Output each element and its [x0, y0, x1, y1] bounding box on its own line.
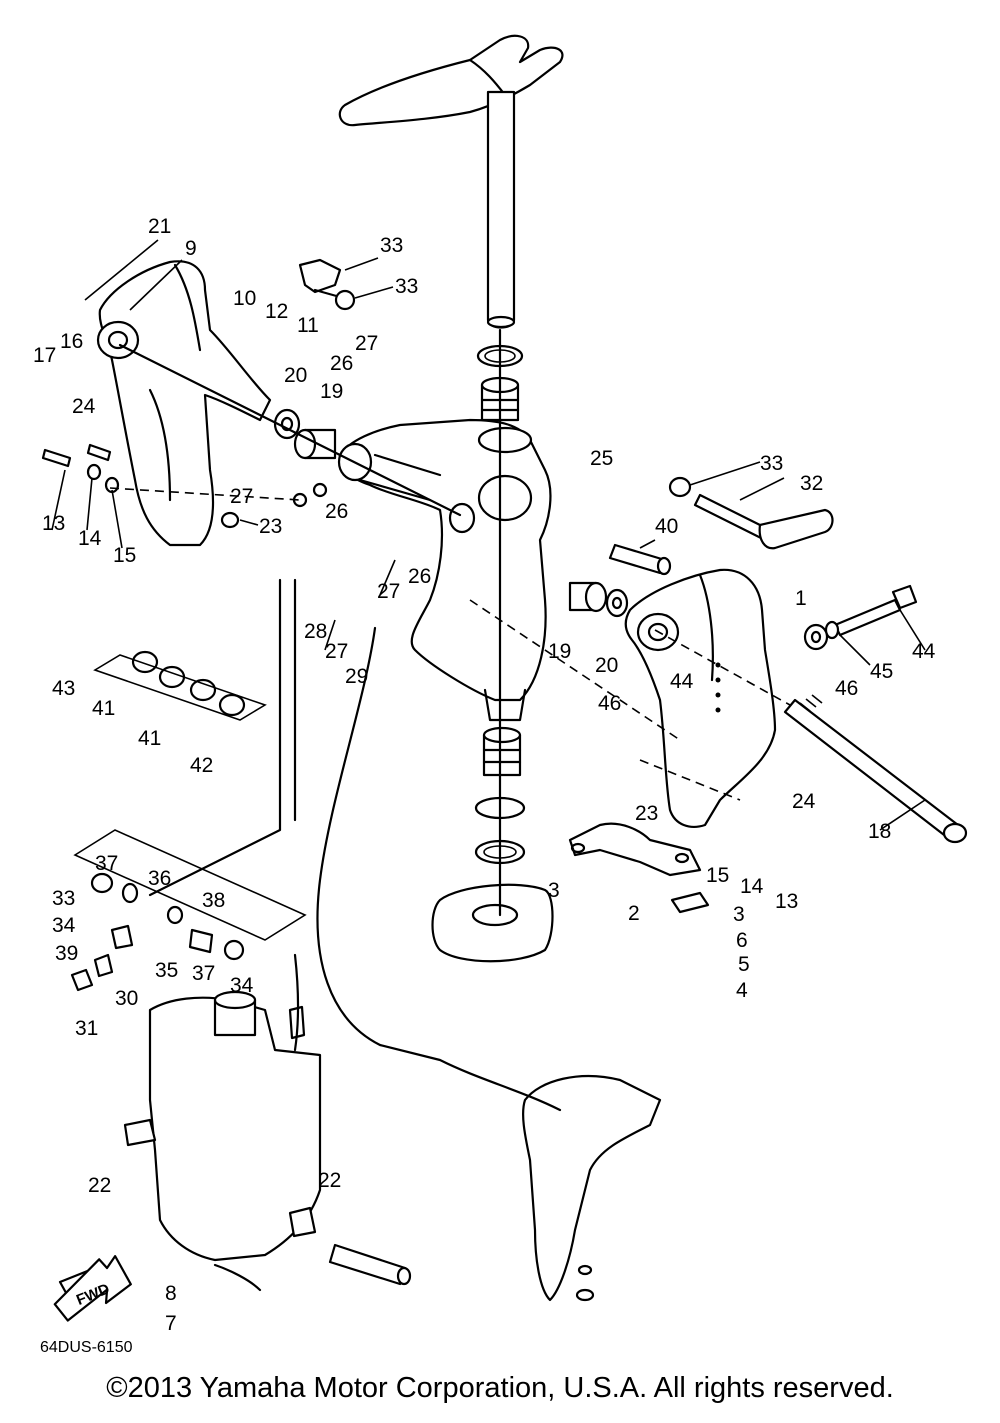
pin-32 — [298, 258, 356, 311]
callout-20b: 20 — [595, 654, 618, 677]
tilt-unit — [123, 990, 412, 1286]
callout-41b: 42 — [190, 754, 213, 777]
callout-43: 44 — [912, 640, 936, 663]
callout-24a: 24 — [72, 395, 96, 418]
callout-22a: 22 — [88, 1174, 111, 1197]
callout-45: 46 — [835, 677, 858, 700]
tilt-lever — [668, 476, 834, 550]
callout-35: 36 — [148, 867, 171, 890]
callout-2: 2 — [628, 902, 640, 925]
callout-27d: 28 — [304, 620, 327, 643]
callout-44a: 44 — [670, 670, 694, 693]
callout-38: 39 — [55, 942, 78, 965]
callout-37a: 37 — [95, 852, 118, 875]
callout-7: 7 — [165, 1312, 177, 1335]
callout-34b: 35 — [155, 959, 178, 982]
lower-bracket — [522, 1074, 662, 1302]
callout-27c: 27 — [377, 580, 400, 603]
drawing-code: 64DUS-6150 — [40, 1339, 133, 1356]
clamp-bracket-left — [96, 260, 272, 547]
callout-21: 21 — [148, 215, 171, 238]
pin-39-set — [568, 543, 672, 618]
callout-17: 17 — [33, 344, 56, 367]
callout-30: 31 — [75, 1017, 98, 1040]
callout-42: 43 — [52, 677, 75, 700]
lower-left-parts — [70, 829, 307, 992]
callout-26d: 27 — [325, 640, 348, 663]
callout-39: 40 — [655, 515, 678, 538]
callout-19a: 19 — [320, 380, 343, 403]
callout-3a: 3 — [548, 879, 560, 902]
bolt-43 — [803, 584, 918, 651]
mount-bracket — [568, 822, 710, 914]
callout-23a: 23 — [259, 515, 282, 538]
callout-12: 12 — [265, 300, 288, 323]
callout-26a: 26 — [330, 352, 353, 375]
callout-34a: 34 — [52, 914, 76, 937]
callout-11: 11 — [297, 314, 319, 337]
callout-27a: 27 — [355, 332, 378, 355]
callout-46: 46 — [598, 692, 621, 715]
steering-arm — [338, 34, 564, 329]
callout-19b: 19 — [548, 640, 571, 663]
callout-37b: 38 — [202, 889, 225, 912]
lower-mount — [431, 328, 554, 963]
callout-9: 9 — [185, 237, 197, 260]
callout-27b: 27 — [230, 485, 253, 508]
callout-14a: 14 — [78, 527, 102, 550]
callout-3b: 3 — [733, 903, 745, 926]
pin-left-set — [118, 343, 462, 517]
copyright-notice: ©2013 Yamaha Motor Corporation, U.S.A. A… — [106, 1372, 894, 1404]
callout-33a: 33 — [395, 275, 418, 298]
callout-25: 25 — [590, 447, 613, 470]
callout-32: 33 — [380, 234, 403, 257]
callout-26b: 26 — [325, 500, 348, 523]
callout-22b: 22 — [318, 1169, 341, 1192]
callout-14b: 14 — [740, 875, 764, 898]
part-callouts: 1 2 3 3 4 5 6 7 8 9 10 11 12 13 13 14 14… — [33, 215, 936, 1335]
callout-18: 18 — [868, 820, 891, 843]
callout-23b: 23 — [635, 802, 658, 825]
callout-41a: 41 — [92, 697, 115, 720]
callout-13b: 13 — [775, 890, 798, 913]
callout-40: 41 — [138, 727, 161, 750]
callout-33b: 33 — [760, 452, 783, 475]
callout-10: 10 — [233, 287, 256, 310]
callout-44b: 45 — [870, 660, 893, 683]
callout-8: 8 — [165, 1282, 177, 1305]
callout-15a: 15 — [113, 544, 136, 567]
leader-lines — [51, 239, 926, 831]
callout-33c: 33 — [52, 887, 75, 910]
callout-26c: 26 — [408, 565, 431, 588]
callout-29: 30 — [115, 987, 138, 1010]
fwd-badge: FWD — [53, 1255, 132, 1322]
clamp-bracket-right — [624, 568, 777, 828]
clamp-shaft — [654, 629, 968, 844]
callout-24b: 24 — [792, 790, 816, 813]
swivel-bracket — [337, 418, 552, 722]
callout-4: 4 — [736, 979, 748, 1002]
callout-28: 29 — [345, 665, 368, 688]
callout-31: 32 — [800, 472, 823, 495]
callout-33d: 34 — [230, 974, 254, 997]
callout-36: 37 — [192, 962, 215, 985]
callout-15b: 15 — [706, 864, 729, 887]
callout-6: 6 — [736, 929, 748, 952]
callout-16: 16 — [60, 330, 83, 353]
callout-1: 1 — [795, 587, 807, 610]
callout-5: 5 — [738, 953, 750, 976]
callout-20a: 20 — [284, 364, 307, 387]
